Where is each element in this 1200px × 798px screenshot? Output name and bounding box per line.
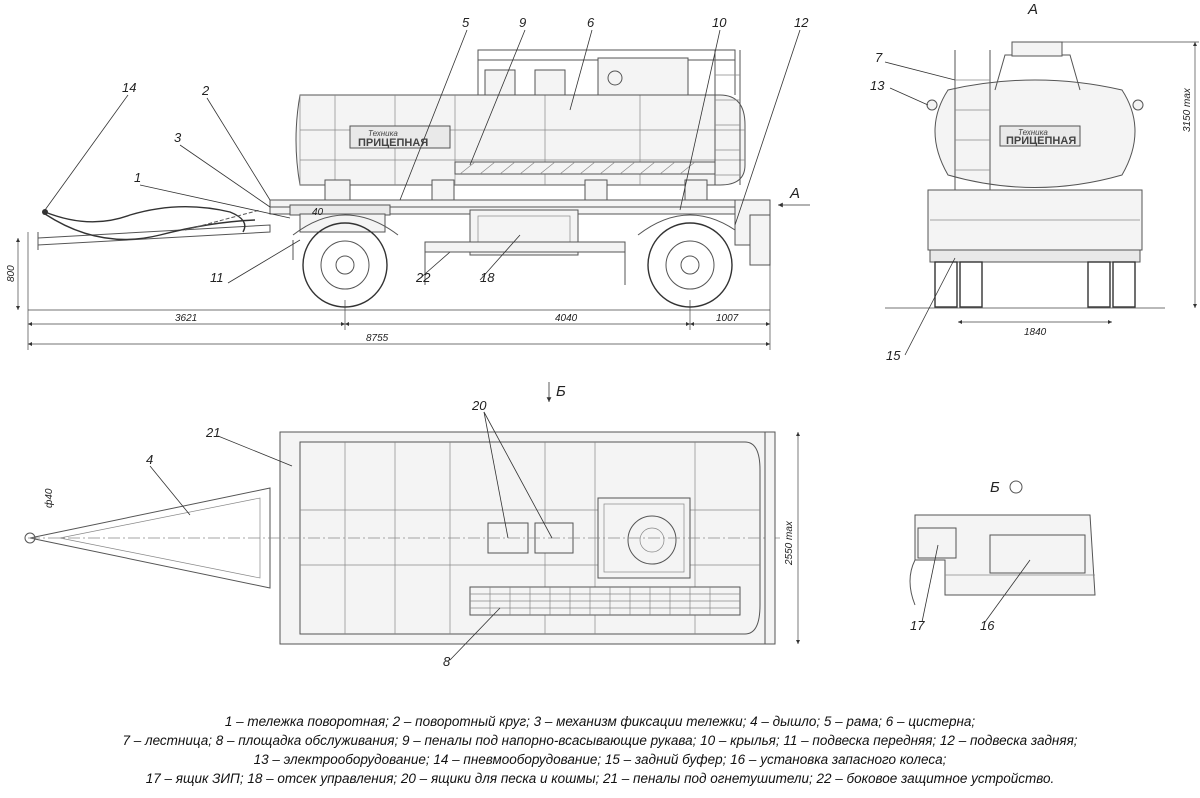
dim-total-height: 3150 max bbox=[1182, 87, 1193, 132]
svg-text:13: 13 bbox=[870, 78, 885, 93]
dim-rear: 1007 bbox=[716, 313, 739, 324]
dim-total-length: 8755 bbox=[366, 333, 389, 344]
callout-17: 17 bbox=[910, 544, 939, 633]
callout-18: 18 bbox=[479, 234, 521, 285]
legend-line-2: 7 – лестница; 8 – площадка обслуживания;… bbox=[122, 733, 1078, 748]
callout-21: 21 bbox=[205, 425, 293, 467]
svg-text:12: 12 bbox=[794, 15, 809, 30]
dim-wheelbase: 4040 bbox=[555, 313, 578, 324]
hose-pen bbox=[454, 161, 716, 175]
svg-text:15: 15 bbox=[886, 348, 901, 363]
svg-text:1: 1 bbox=[134, 170, 141, 185]
svg-text:22: 22 bbox=[415, 270, 431, 285]
air-hose bbox=[44, 205, 246, 233]
legend: 1 – тележка поворотная; 2 – поворотный к… bbox=[0, 712, 1200, 788]
ladder bbox=[714, 50, 741, 185]
svg-text:20: 20 bbox=[471, 398, 487, 413]
top-railing bbox=[477, 49, 736, 95]
front-wheel bbox=[302, 222, 388, 308]
dim-total-width: 2550 max bbox=[784, 520, 795, 566]
callout-12: 12 bbox=[734, 15, 809, 226]
svg-text:8: 8 bbox=[443, 654, 451, 669]
logo-plate bbox=[349, 125, 451, 149]
callout-20: 20 bbox=[471, 398, 553, 539]
drawbar-side bbox=[37, 224, 271, 246]
svg-text:10: 10 bbox=[712, 15, 727, 30]
view-b-title: Б bbox=[990, 479, 1000, 496]
svg-text:5: 5 bbox=[462, 15, 470, 30]
svg-text:7: 7 bbox=[875, 50, 883, 65]
svg-text:2: 2 bbox=[201, 83, 210, 98]
svg-text:16: 16 bbox=[980, 618, 995, 633]
callout-5: 5 bbox=[399, 15, 470, 201]
legend-line-4: 17 – ящик ЗИП; 18 – отсек управления; 20… bbox=[145, 771, 1055, 786]
callout-8: 8 bbox=[443, 607, 501, 669]
trailer-drawing: Техника ПРИЦЕПНАЯ bbox=[6, 1, 1199, 669]
callout-10: 10 bbox=[679, 15, 727, 211]
legend-line-3: 13 – электрооборудование; 14 – пневмообо… bbox=[253, 752, 947, 767]
svg-text:14: 14 bbox=[122, 80, 136, 95]
callout-22: 22 bbox=[415, 251, 451, 285]
callout-15: 15 bbox=[886, 257, 956, 363]
rear-wheel bbox=[647, 222, 733, 308]
side-view: Техника ПРИЦЕПНАЯ bbox=[6, 15, 810, 350]
callout-9: 9 bbox=[469, 15, 526, 166]
dim-height-hitch: 800 bbox=[6, 265, 17, 282]
svg-text:17: 17 bbox=[910, 618, 925, 633]
side-guard bbox=[424, 241, 626, 253]
callout-16: 16 bbox=[980, 559, 1031, 633]
svg-text:6: 6 bbox=[587, 15, 595, 30]
view-b-arrow-label: Б bbox=[556, 383, 566, 400]
svg-text:11: 11 bbox=[210, 270, 224, 285]
svg-text:4: 4 bbox=[146, 452, 153, 467]
logo-rear-line1: Техника bbox=[1018, 128, 1048, 137]
spare-parts-box bbox=[917, 527, 957, 559]
view-a-arrow-label: А bbox=[789, 185, 800, 202]
callout-7: 7 bbox=[875, 50, 956, 81]
callout-11: 11 bbox=[210, 239, 301, 285]
dim-eye-diameter: ф40 bbox=[43, 488, 55, 508]
svg-text:18: 18 bbox=[480, 270, 495, 285]
callout-4: 4 bbox=[146, 452, 191, 516]
callout-3: 3 bbox=[174, 130, 271, 208]
rear-view-a: А Техника ПРИЦЕПНАЯ 1840 3150 max bbox=[870, 1, 1199, 363]
dim-front: 3621 bbox=[175, 313, 197, 324]
logo-line2: ПРИЦЕПНАЯ bbox=[358, 137, 428, 149]
callout-14: 14 bbox=[44, 80, 136, 211]
callout-1: 1 bbox=[134, 170, 291, 219]
callout-6: 6 bbox=[569, 15, 595, 111]
callout-2: 2 bbox=[201, 83, 271, 201]
logo-rear-line2: ПРИЦЕПНАЯ bbox=[1006, 135, 1076, 147]
top-view: Б 2550 max ф40 bbox=[24, 382, 801, 669]
part-label-40: 40 bbox=[312, 207, 324, 218]
dim-track: 1840 bbox=[1024, 327, 1047, 338]
svg-text:21: 21 bbox=[205, 425, 220, 440]
callout-13: 13 bbox=[870, 78, 929, 106]
legend-line-1: 1 – тележка поворотная; 2 – поворотный к… bbox=[224, 714, 976, 729]
svg-text:9: 9 bbox=[519, 15, 526, 30]
svg-text:3: 3 bbox=[174, 130, 182, 145]
detail-view-b: Б 17 16 bbox=[909, 479, 1096, 633]
view-a-title: А bbox=[1027, 1, 1038, 18]
logo-line1: Техника bbox=[368, 129, 398, 138]
